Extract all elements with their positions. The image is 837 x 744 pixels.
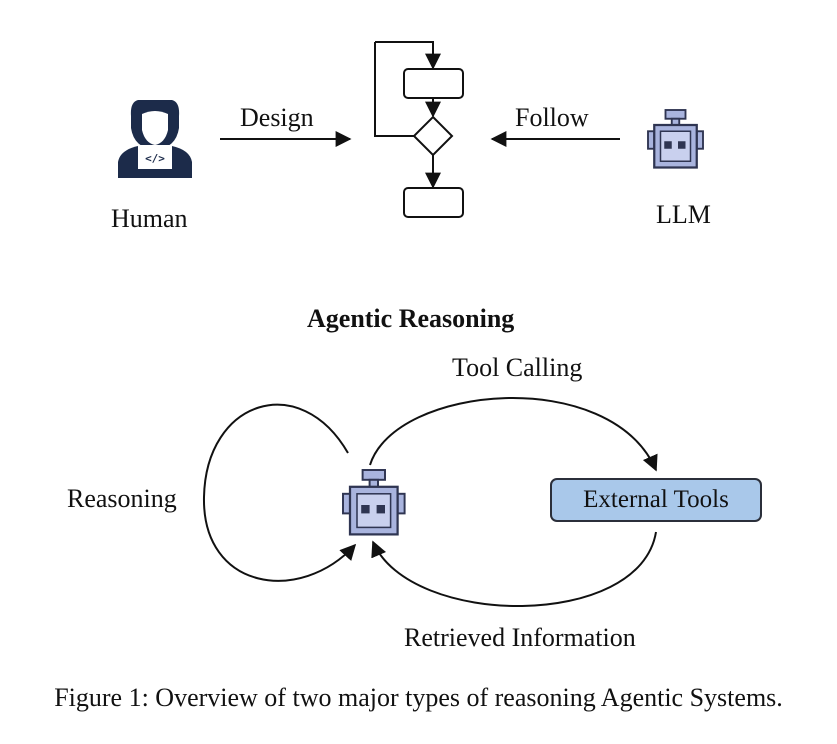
llm-label: LLM bbox=[656, 200, 711, 229]
external-tools-label: External Tools bbox=[583, 486, 729, 513]
flowchart-diamond bbox=[412, 115, 454, 157]
external-tools-box: External Tools bbox=[550, 478, 762, 522]
human-coder-icon: </> bbox=[118, 100, 192, 178]
tool-calling-label: Tool Calling bbox=[452, 353, 583, 382]
follow-label: Follow bbox=[515, 103, 589, 132]
human-label: Human bbox=[111, 204, 188, 233]
svg-text:</>: </> bbox=[145, 152, 165, 165]
robot-icon bbox=[647, 109, 704, 169]
retrieved-information-arrow bbox=[371, 531, 657, 607]
flowchart bbox=[374, 41, 464, 218]
robot-icon bbox=[342, 469, 406, 536]
retrieved-information-label: Retrieved Information bbox=[404, 623, 636, 652]
reasoning-label: Reasoning bbox=[67, 484, 177, 513]
flowchart-process-box-bottom bbox=[403, 187, 464, 218]
figure-caption: Figure 1: Overview of two major types of… bbox=[54, 683, 783, 712]
tool-calling-arrow bbox=[369, 397, 658, 472]
reasoning-loop-arrow bbox=[202, 403, 357, 582]
agentic-reasoning-title: Agentic Reasoning bbox=[307, 304, 515, 333]
flowchart-process-box-top bbox=[403, 68, 464, 99]
design-label: Design bbox=[240, 103, 314, 132]
